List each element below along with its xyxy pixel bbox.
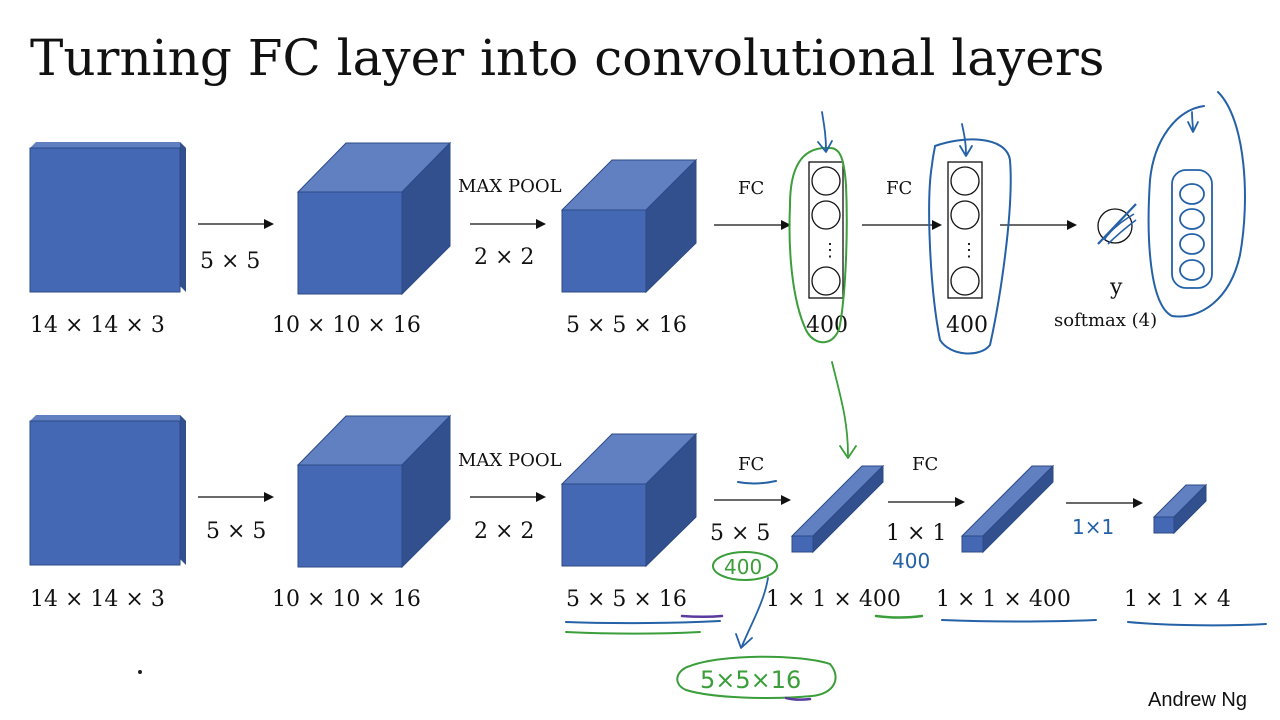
top-volume2-label: 10 × 10 × 16	[272, 313, 421, 338]
top-output-label: softmax (4)	[1054, 310, 1157, 331]
bottom-fc1-size: 5 × 5	[710, 521, 770, 546]
top-op1-label: 5 × 5	[200, 249, 260, 274]
bottom-fc1-label: FC	[738, 454, 764, 475]
top-pool-size: 2 × 2	[474, 245, 534, 270]
top-output-symbol: y	[1109, 275, 1123, 300]
bottom-maxpool-label: MAX POOL	[458, 450, 562, 471]
bottom-out1-label: 1 × 1 × 400	[766, 587, 901, 612]
top-fc1-dots: ⋮	[821, 240, 839, 261]
bottom-volume2-label: 10 × 10 × 16	[272, 587, 421, 612]
author-credit: Andrew Ng	[1148, 689, 1247, 711]
handwritten-annotations	[138, 91, 1267, 701]
top-fc1-label: FC	[738, 178, 764, 199]
bottom-fc2-label: FC	[912, 454, 938, 475]
bottom-volume-1x1x4	[1152, 483, 1208, 535]
bottom-fc2-size: 1 × 1	[886, 521, 946, 546]
slide-title: Turning FC layer into convolutional laye…	[30, 29, 1104, 87]
bottom-volume3-label: 5 × 5 × 16	[566, 587, 687, 612]
bottom-out3-label: 1 × 1 × 4	[1124, 587, 1231, 612]
top-volume-10x10x16	[296, 141, 452, 296]
handwritten-400-green: 400	[724, 555, 762, 579]
handwritten-400-blue: 400	[892, 549, 930, 573]
top-fc2-label: FC	[886, 178, 912, 199]
bottom-volume1-label: 14 × 14 × 3	[30, 587, 165, 612]
bottom-volume-1x1x400-b	[960, 464, 1055, 554]
bottom-pool-size: 2 × 2	[474, 519, 534, 544]
handwritten-5x5x16: 5×5×16	[700, 666, 801, 694]
bottom-op1-label: 5 × 5	[206, 519, 266, 544]
bottom-volume-14x14x3	[29, 415, 186, 566]
top-maxpool-label: MAX POOL	[458, 176, 562, 197]
bottom-volume-5x5x16	[560, 432, 698, 568]
bottom-out2-label: 1 × 1 × 400	[936, 587, 1071, 612]
top-volume-14x14x3	[29, 142, 186, 293]
top-volume1-label: 14 × 14 × 3	[30, 313, 165, 338]
top-layer2-units: 400	[946, 313, 988, 338]
handwritten-1x1: 1×1	[1072, 515, 1114, 539]
top-fc-layer1	[808, 161, 844, 299]
top-fc-layer2	[947, 161, 983, 299]
top-volume-5x5x16	[560, 158, 698, 294]
bottom-volume-10x10x16	[296, 414, 452, 569]
top-volume3-label: 5 × 5 × 16	[566, 313, 687, 338]
top-output-node	[1097, 203, 1137, 245]
top-fc2-dots: ⋮	[960, 240, 978, 261]
bottom-volume-1x1x400-a	[790, 464, 885, 554]
